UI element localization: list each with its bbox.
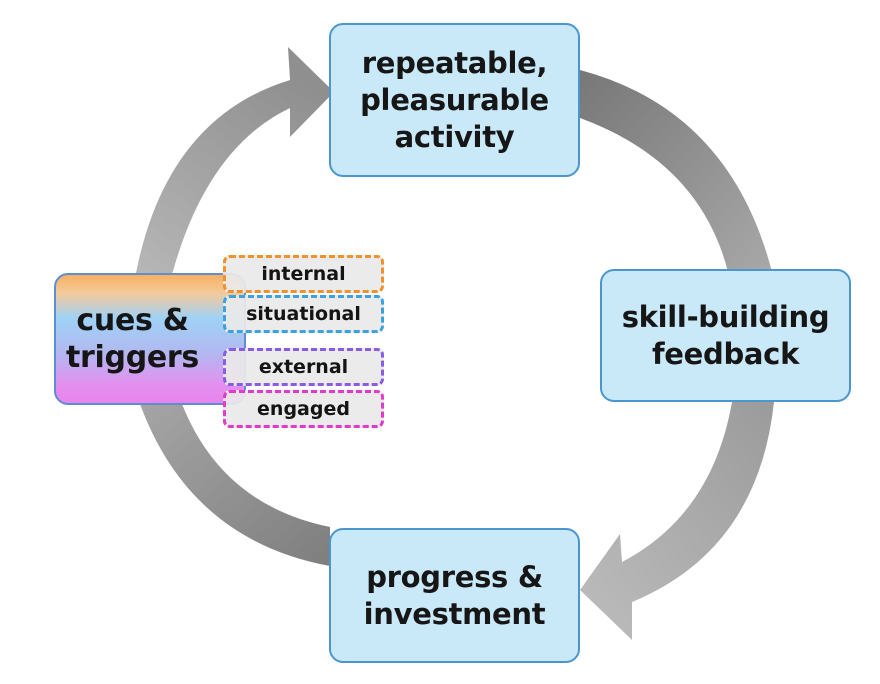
arrow-cues-to-activity [133,47,334,290]
node-repeatable-activity: repeatable, pleasurable activity [329,23,580,177]
node-progress-investment: progress & investment [329,528,580,663]
trigger-engaged: engaged [223,390,384,428]
trigger-situational: situational [223,295,384,333]
arrow-activity-to-feedback [580,70,772,272]
arrow-feedback-to-progress [580,402,774,640]
trigger-external: external [223,348,384,386]
trigger-internal: internal [223,255,384,293]
arrow-progress-to-cues [140,404,330,566]
node-cues-triggers: cues & triggers [54,273,246,405]
node-skill-feedback: skill-building feedback [600,269,851,402]
